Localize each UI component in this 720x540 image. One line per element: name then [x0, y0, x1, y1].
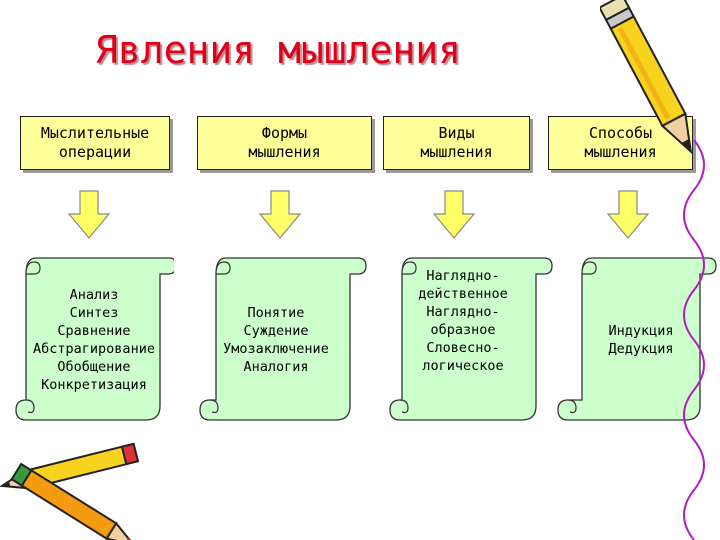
down-arrow-icon [432, 190, 476, 239]
heading-text-operations: Мыслительные операции [40, 124, 150, 161]
down-arrow-icon [258, 190, 302, 239]
scroll-methods: Индукция Дедукция [556, 254, 718, 424]
down-arrow-icon [67, 190, 111, 239]
scroll-shape [15, 257, 174, 421]
scroll-shape [557, 257, 717, 421]
pencil-icon [600, 0, 693, 155]
diagram-title: Явления мышления [95, 28, 462, 72]
wavy-line-decoration [683, 140, 705, 540]
scroll-operations: Анализ Синтез Сравнение Абстрагирование … [14, 254, 174, 424]
scroll-text-operations: Анализ Синтез Сравнение Абстрагирование … [33, 287, 155, 393]
down-arrow-icon [606, 190, 650, 239]
scroll-forms: Понятие Суждение Умозаключение Аналогия [198, 254, 370, 424]
scroll-text-forms: Понятие Суждение Умозаключение Аналогия [223, 305, 329, 375]
heading-text-types: Виды мышления [420, 124, 493, 161]
scroll-shape [389, 257, 553, 421]
crossed-pencils-icon [0, 442, 140, 540]
heading-text-methods: Способы мышления [584, 124, 657, 161]
scroll-text-methods: Индукция Дедукция [608, 323, 674, 357]
scroll-types: Наглядно- действенное Наглядно- образное… [388, 254, 554, 424]
heading-box-operations: Мыслительные операции [20, 116, 170, 170]
heading-text-forms: Формы мышления [248, 124, 321, 161]
scroll-shape [199, 257, 367, 421]
scroll-text-types: Наглядно- действенное Наглядно- образное… [418, 268, 508, 374]
heading-box-forms: Формы мышления [197, 116, 372, 170]
heading-box-types: Виды мышления [383, 116, 530, 170]
